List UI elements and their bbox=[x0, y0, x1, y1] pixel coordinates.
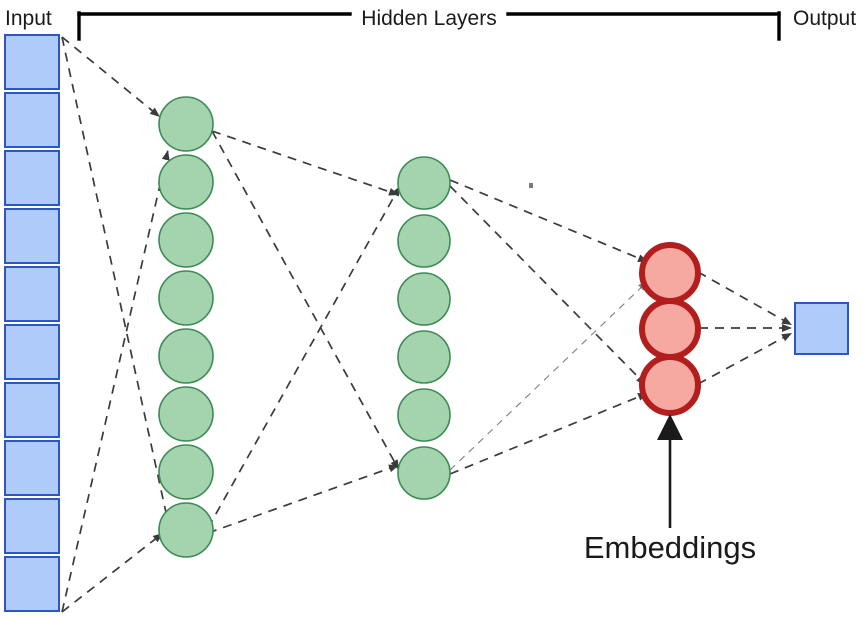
connection-line bbox=[61, 36, 173, 541]
hidden-1-node bbox=[158, 444, 214, 500]
output-label: Output bbox=[793, 7, 856, 30]
edge-arrowhead bbox=[149, 107, 160, 117]
hidden-1-node bbox=[158, 386, 214, 442]
input-label: Input bbox=[5, 7, 52, 30]
hidden-1-node bbox=[158, 212, 214, 268]
input-node bbox=[4, 324, 60, 380]
edge-arrowhead bbox=[782, 324, 792, 332]
connection-line bbox=[697, 271, 793, 326]
hidden-1-node bbox=[158, 96, 214, 152]
input-node bbox=[4, 266, 60, 322]
hidden-1-node bbox=[158, 502, 214, 558]
connection-line bbox=[61, 532, 164, 613]
hidden-2-node bbox=[397, 446, 451, 500]
input-node bbox=[4, 498, 60, 554]
connection-line bbox=[61, 149, 169, 613]
hidden-layers-label: Hidden Layers bbox=[361, 7, 496, 30]
hidden-layer-2 bbox=[397, 156, 451, 500]
output-node bbox=[794, 302, 849, 355]
hidden-1-node bbox=[158, 270, 214, 326]
hidden-1-node bbox=[158, 328, 214, 384]
hidden-2-node bbox=[397, 272, 451, 326]
hidden-2-node bbox=[397, 214, 451, 268]
embedding-layer bbox=[639, 242, 701, 416]
connection-line bbox=[211, 130, 400, 196]
input-node bbox=[4, 208, 60, 264]
input-node bbox=[4, 440, 60, 496]
input-layer bbox=[4, 34, 60, 612]
hidden-2-node bbox=[397, 330, 451, 384]
input-node bbox=[4, 556, 60, 612]
connection-line bbox=[697, 332, 793, 385]
embeddings-node bbox=[639, 354, 701, 416]
edge-arrowhead bbox=[781, 333, 792, 342]
stray-mark bbox=[529, 183, 533, 188]
output-layer bbox=[794, 302, 849, 355]
edge-arrowhead bbox=[781, 316, 792, 325]
hidden-layers-bracket bbox=[77, 11, 781, 41]
embeddings-node bbox=[639, 242, 701, 304]
render-artifact bbox=[529, 183, 533, 188]
connection-line bbox=[449, 280, 649, 471]
edge-arrowhead bbox=[390, 459, 399, 470]
connection-edges bbox=[61, 36, 793, 613]
connection-line bbox=[449, 392, 649, 475]
connection-line bbox=[449, 179, 649, 263]
input-node bbox=[4, 34, 60, 90]
input-node bbox=[4, 92, 60, 148]
connection-line bbox=[61, 36, 161, 118]
connection-line bbox=[207, 464, 400, 534]
hidden-layer-1 bbox=[158, 96, 214, 558]
connection-line bbox=[449, 185, 647, 386]
edge-arrowhead bbox=[161, 150, 170, 161]
edge-arrowhead bbox=[388, 464, 399, 473]
hidden-2-node bbox=[397, 156, 451, 210]
embeddings-arrow-head bbox=[657, 414, 683, 440]
hidden-1-node bbox=[158, 154, 214, 210]
input-node bbox=[4, 382, 60, 438]
embeddings-label: Embeddings bbox=[584, 530, 756, 565]
connection-line bbox=[211, 130, 400, 471]
hidden-2-node bbox=[397, 388, 451, 442]
embeddings-arrow bbox=[657, 414, 683, 528]
connection-line bbox=[207, 185, 401, 529]
embeddings-node bbox=[639, 298, 701, 360]
input-node bbox=[4, 150, 60, 206]
